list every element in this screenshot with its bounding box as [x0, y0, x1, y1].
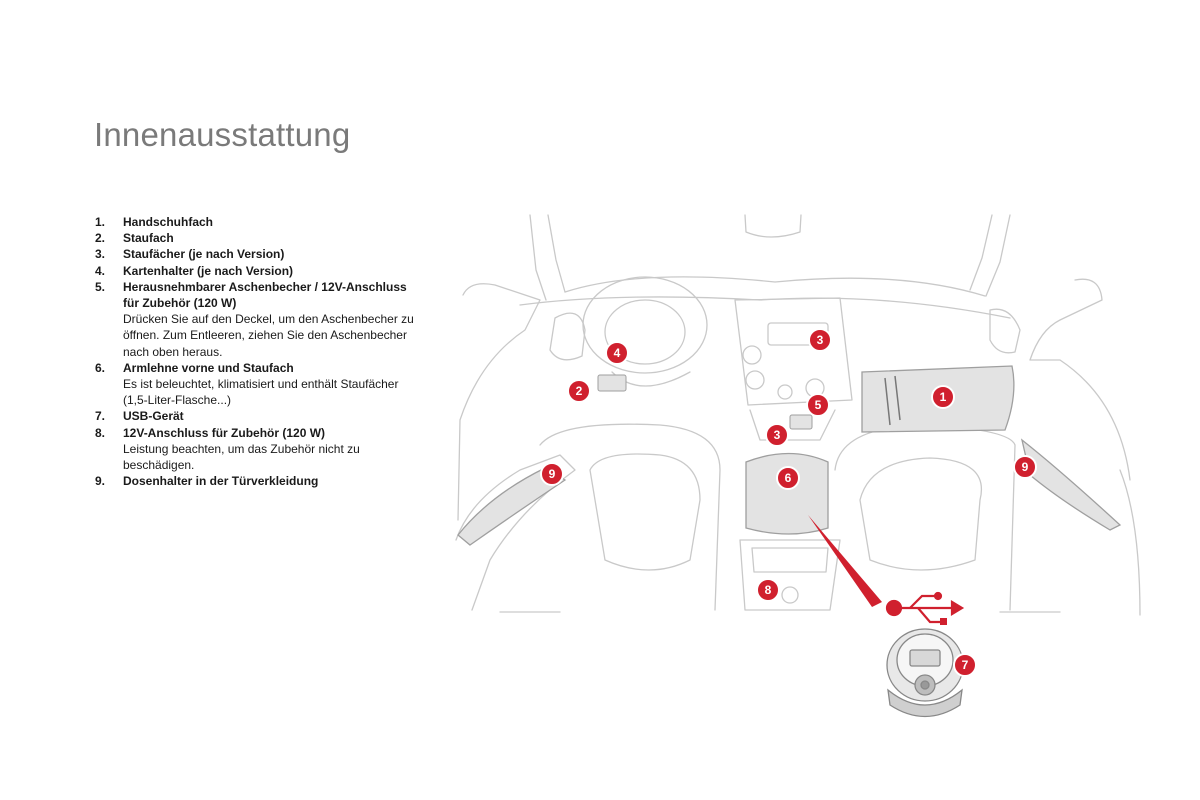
- badge-3-bottom: 3: [765, 423, 789, 447]
- legend-item-2: 2. Staufach: [95, 230, 415, 246]
- right-pillar-line-inner: [969, 214, 993, 291]
- usb-icon: [885, 591, 965, 625]
- legend-number: 2.: [95, 231, 106, 246]
- badge-label: 3: [817, 333, 824, 347]
- page-title: Innenausstattung: [94, 116, 351, 153]
- legend-number: 6.: [95, 360, 106, 375]
- badge-label: 5: [815, 398, 822, 412]
- legend-label: Staufach: [123, 231, 174, 246]
- badge-1: 1: [931, 385, 955, 409]
- legend-number: 5.: [95, 279, 106, 294]
- right-vent: [989, 308, 1021, 354]
- badge-label: 9: [549, 467, 556, 481]
- badge-label: 2: [576, 384, 583, 398]
- dial-left: [742, 345, 762, 365]
- left-vent: [549, 312, 586, 361]
- dashboard-edge: [519, 296, 1011, 319]
- center-tunnel: [749, 409, 836, 441]
- badge-7: 7: [953, 653, 977, 677]
- left-seat-front: [589, 453, 701, 571]
- badge-label: 7: [962, 658, 969, 672]
- dashboard-top: [564, 276, 986, 297]
- legend-item-1: 1. Handschuhfach: [95, 214, 415, 230]
- dial-center: [777, 384, 793, 400]
- legend-label: Handschuhfach: [123, 215, 214, 229]
- legend-label: USB-Gerät: [123, 409, 184, 424]
- dial-left-2: [745, 370, 765, 390]
- right-seat-front: [859, 457, 982, 571]
- badge-label: 3: [774, 428, 781, 442]
- badge-6: 6: [776, 466, 800, 490]
- legend-label: Staufächer (je nach Version): [123, 247, 285, 262]
- badge-label: 6: [785, 471, 792, 485]
- rear-view-mirror: [744, 214, 802, 238]
- legend-item-5: 5. Herausnehmbarer Aschenbecher / 12V-An…: [95, 279, 415, 360]
- left-seat-back: [539, 423, 721, 611]
- legend-label: Herausnehmbarer Aschenbecher / 12V-Ansch…: [123, 279, 407, 311]
- armrest-highlight: [745, 452, 829, 535]
- badge-label: 8: [765, 583, 772, 597]
- badge-5: 5: [806, 393, 830, 417]
- badge-8: 8: [756, 578, 780, 602]
- badge-3-top: 3: [808, 328, 832, 352]
- legend-item-4: 4. Kartenhalter (je nach Version): [95, 263, 415, 279]
- badge-9-left: 9: [540, 462, 564, 486]
- legend-number: 3.: [95, 247, 106, 262]
- legend-item-8: 8. 12V-Anschluss für Zubehör (120 W) Lei…: [95, 425, 415, 474]
- right-side-body: [1029, 278, 1131, 481]
- power-socket: [781, 586, 799, 604]
- legend-label: Kartenhalter (je nach Version): [123, 263, 294, 278]
- center-stack: [734, 297, 853, 406]
- legend-description: Leistung beachten, um das Zubehör nicht …: [123, 441, 360, 473]
- legend-number: 9.: [95, 474, 106, 489]
- usb-socket-illustration: [886, 628, 964, 718]
- left-pillar-line: [529, 214, 547, 301]
- legend-number: 7.: [95, 409, 106, 424]
- legend-item-6: 6. Armlehne vorne und Staufach Es ist be…: [95, 360, 415, 409]
- right-door-panel: [1119, 469, 1141, 616]
- legend-description: Drücken Sie auf den Deckel, um den Asche…: [123, 312, 414, 359]
- legend-item-7: 7. USB-Gerät: [95, 408, 415, 424]
- legend-description: Es ist beleuchtet, klimatisiert und enth…: [123, 377, 399, 408]
- left-door-bin-highlight: [457, 467, 567, 546]
- interior-diagram: 1 2 3 3 4 5 6 7 8 9 9: [455, 214, 1141, 718]
- badge-label: 9: [1022, 460, 1029, 474]
- steering-wheel-inner: [604, 299, 686, 365]
- legend-label: Dosenhalter in der Türverkleidung: [123, 474, 319, 489]
- ashtray-highlight: [789, 414, 813, 430]
- badge-label: 1: [940, 390, 947, 404]
- legend-number: 1.: [95, 215, 106, 229]
- legend-label: 12V-Anschluss für Zubehör (120 W): [123, 425, 326, 440]
- badge-4: 4: [605, 341, 629, 365]
- left-pillar-line-inner: [547, 214, 566, 293]
- legend-item-9: 9. Dosenhalter in der Türverkleidung: [95, 473, 415, 489]
- legend-number: 8.: [95, 425, 106, 440]
- lower-console: [739, 539, 841, 611]
- glovebox-handle: [884, 375, 901, 426]
- legend-label: Armlehne vorne und Staufach: [123, 360, 294, 375]
- badge-9-right: 9: [1013, 455, 1037, 479]
- map-holder-highlight: [597, 374, 627, 392]
- legend-list: 1. Handschuhfach 2. Staufach 3. Staufäch…: [95, 214, 415, 489]
- right-door-bin-highlight: [1020, 438, 1122, 531]
- badge-label: 4: [614, 346, 621, 360]
- left-door-panel: [455, 454, 576, 611]
- legend-item-3: 3. Staufächer (je nach Version): [95, 246, 415, 262]
- usb-callout-line: [808, 515, 882, 607]
- badge-2: 2: [567, 379, 591, 403]
- left-side-body: [457, 283, 541, 521]
- console-vent: [751, 547, 829, 573]
- legend-number: 4.: [95, 263, 106, 278]
- right-pillar-line: [985, 214, 1011, 297]
- steering-wheel: [582, 276, 708, 374]
